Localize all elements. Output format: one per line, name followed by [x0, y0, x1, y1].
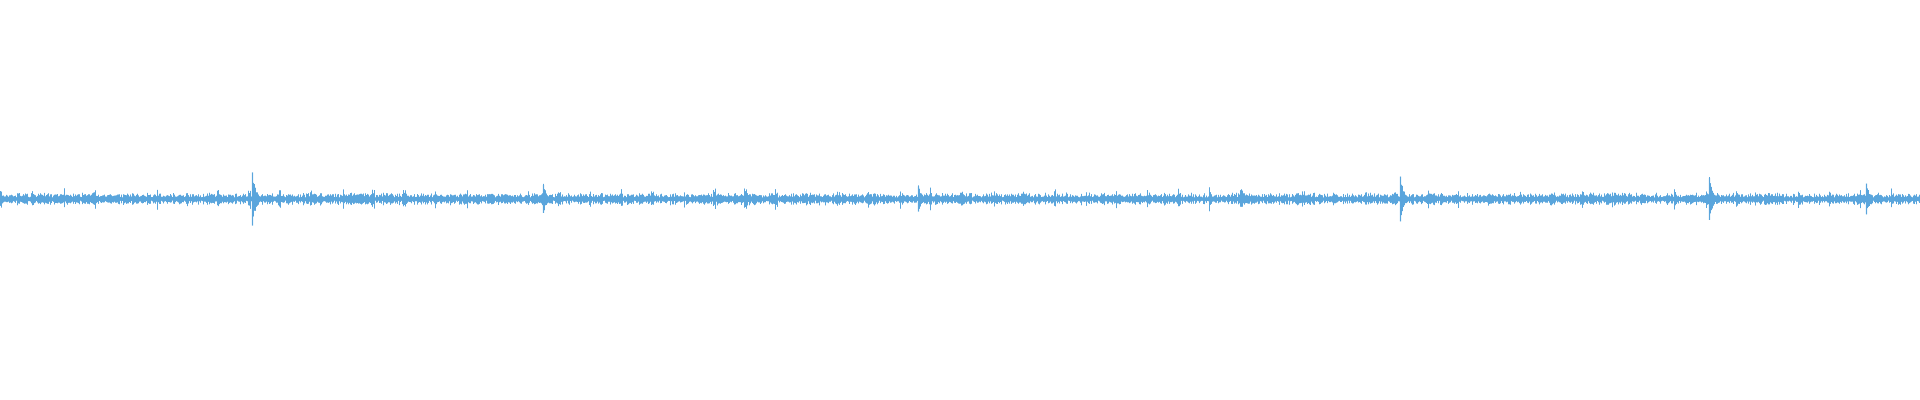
waveform-bars: [0, 172, 1920, 226]
waveform-path: [0, 176, 1920, 222]
